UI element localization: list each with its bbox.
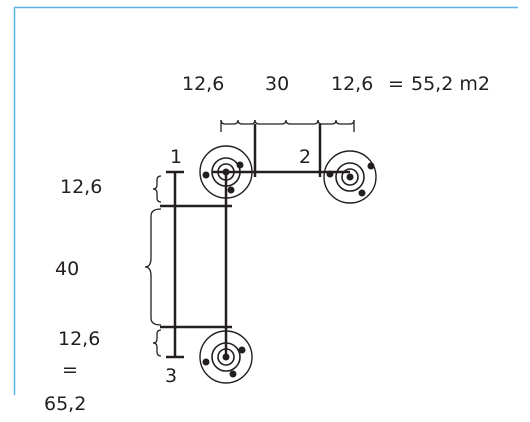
- left-dimension-braces: [144, 175, 162, 357]
- outlet-3-icon: [199, 330, 253, 384]
- point-label-3: 3: [165, 365, 177, 387]
- top-dim-middle: 30: [265, 73, 289, 95]
- point-label-2: 2: [299, 146, 311, 168]
- outlet-2-icon: [323, 150, 377, 204]
- left-dim-total: 65,2: [44, 393, 86, 415]
- top-dim-equals: =: [388, 73, 404, 95]
- left-dim-middle: 40: [55, 258, 79, 280]
- top-dimension-bracket: [220, 119, 355, 132]
- outlet-1-icon: [199, 145, 253, 199]
- top-dim-right: 12,6: [331, 73, 373, 95]
- point-label-1: 1: [170, 146, 182, 168]
- left-dim-top: 12,6: [60, 176, 102, 198]
- left-dim-bottom: 12,6: [58, 328, 100, 350]
- top-dim-left: 12,6: [182, 73, 224, 95]
- tick-marks: [160, 170, 232, 359]
- left-dim-equals: =: [62, 359, 78, 381]
- top-dim-total: 55,2 m2: [411, 73, 490, 95]
